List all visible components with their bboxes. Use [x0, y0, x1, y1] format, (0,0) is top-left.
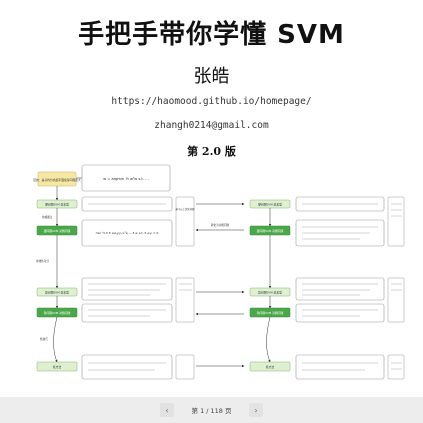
email-link[interactable]: zhangh0214@gmail.com	[154, 120, 269, 131]
left-step-2: 硬间隔SVM 对偶问题	[44, 229, 71, 233]
left-step-1: 硬间隔SVM 基本型	[45, 203, 69, 207]
left-note: 基于以上优化问题	[175, 207, 195, 211]
right-step-2: 硬间隔SVM 对偶问题	[257, 229, 284, 233]
lbl-nonlinear: 非线性可分	[36, 259, 49, 263]
right-step-5: 核方法	[266, 365, 275, 369]
right-step-4: 软间隔SVM 对偶问题	[257, 311, 284, 315]
prev-page-button[interactable]: ‹	[160, 403, 174, 417]
pdf-page: 手把手带你学懂 SVM 张皓 https://haomood.github.io…	[0, 0, 423, 397]
page-indicator: 第 1 / 118 页	[191, 407, 232, 415]
svm-flow-diagram: w = argmin ½ wᵀw s.t. … 目的：是寻找分离超平面使得间隔最…	[33, 164, 405, 380]
pdf-viewer-footer: ‹ 第 1 / 118 页 ›	[0, 397, 423, 423]
arrow-mid-label: 转化为对偶问题	[211, 223, 230, 227]
left-step-4: 软间隔SVM 对偶问题	[44, 311, 71, 315]
left-step-5: 核方法	[53, 365, 62, 369]
next-page-button[interactable]: ›	[249, 403, 263, 417]
right-step-1: 硬间隔SVM 基本型	[258, 203, 282, 207]
left-step-3: 软间隔SVM 基本型	[45, 291, 69, 295]
goal-note: 目的：是寻找分离超平面使得间隔最大	[33, 178, 81, 182]
left-formula: min ½ Σ Σ αᵢαⱼyᵢyⱼ xᵢᵀxⱼ − Σ αᵢ s.t. Σ α…	[96, 231, 159, 235]
right-step-3: 软间隔SVM 基本型	[258, 291, 282, 295]
lbl-lagrange: 拉格朗日	[42, 215, 53, 219]
document-title: 手把手带你学懂 SVM	[78, 20, 345, 50]
left-step-5-box	[36, 361, 78, 372]
document-edition: 第 2.0 版	[187, 145, 236, 158]
document-author: 张皓	[193, 66, 230, 87]
homepage-link[interactable]: https://haomood.github.io/homepage/	[111, 96, 312, 107]
lbl-kernel: 核技巧	[40, 337, 48, 341]
top-formula: w = argmin ½ wᵀw s.t. …	[103, 177, 149, 181]
